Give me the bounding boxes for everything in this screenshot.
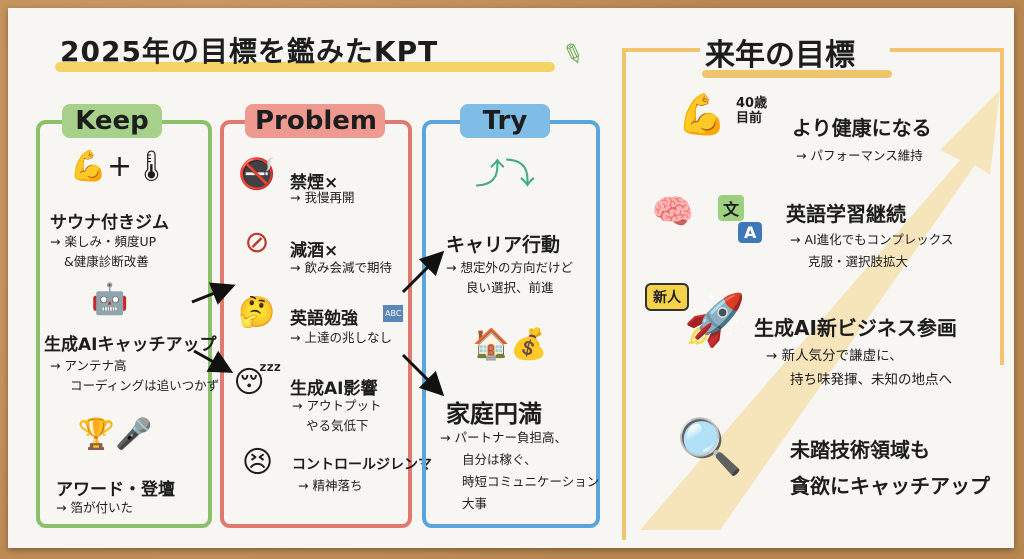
abc-book-icon: ABC	[383, 305, 404, 322]
problem-item-sub: → 精神落ち	[298, 478, 363, 493]
keep-item-title: サウナ付きジム	[46, 208, 173, 235]
arrow-problem-to-try	[401, 250, 445, 294]
try-item-sub: → パートナー負担高、	[440, 430, 567, 445]
try-item-sub: 良い選択、前進	[466, 280, 554, 295]
problem-item-title: コントロールジレンマ	[288, 454, 436, 476]
keep-item-sub: → 箔が付いた	[56, 500, 133, 515]
rookie-badge: 新人	[645, 283, 689, 311]
translate-icon: A	[738, 222, 763, 243]
age-note: 40歳目前	[736, 96, 768, 126]
no-smoking-icon: 🚭	[238, 157, 276, 192]
try-item-title: 家庭円満	[442, 394, 546, 431]
problem-item-title: 英語勉強	[286, 304, 362, 331]
rocket-icon: 🚀	[683, 291, 747, 349]
problem-item-title: 禁煙×	[285, 168, 343, 195]
keep-item-sub: コーディングは追いつかず	[70, 378, 220, 393]
goal-title: 貪欲にキャッチアップ	[786, 470, 994, 501]
goal-title: 未踏技術領域も	[786, 434, 934, 465]
goal-sub: → AI進化でもコンプレックス	[790, 232, 954, 247]
keep-item-title: アワード・登壇	[52, 475, 179, 502]
try-label: Try	[460, 104, 550, 138]
try-item-title: キャリア行動	[441, 230, 565, 259]
goal-sub: → パフォーマンス維持	[796, 148, 923, 163]
robot-icon: 🤖	[91, 282, 129, 317]
problem-item-title: 減酒×	[285, 236, 343, 263]
try-item-sub: 時短コミュニケーション	[462, 474, 600, 489]
thinking-face-icon: 🤔	[238, 295, 276, 330]
keep-item-sub: → 楽しみ・頻度UP	[50, 234, 157, 249]
arrow-problem-to-try	[401, 353, 445, 397]
goal-title: より健康になる	[788, 112, 936, 143]
trophy-microphone-icon: 🏆🎤	[77, 417, 153, 452]
translate-icon: 文	[718, 195, 745, 221]
stressed-person-icon: 😣	[241, 445, 274, 480]
try-item-sub: 大事	[462, 496, 488, 511]
problem-label: Problem	[245, 104, 385, 138]
title-highlight	[55, 62, 555, 72]
page-title: 2025年の目標を鑑みたKPT	[60, 35, 439, 68]
muscle-sauna-icon: 💪+🌡	[69, 149, 171, 184]
arrow-keep-to-problem	[193, 349, 234, 373]
arrow-keep-to-problem	[191, 282, 236, 305]
goal-title: 英語学習継続	[782, 198, 910, 229]
keep-label: Keep	[62, 104, 162, 138]
goal-sub: 克服・選択肢拡大	[808, 254, 909, 269]
strong-person-icon: 💪	[677, 92, 727, 138]
growth-arrow	[640, 90, 1000, 530]
next-title-highlight	[702, 70, 892, 78]
problem-item-sub: やる気低下	[306, 418, 369, 433]
branching-arrows-icon: ⤴⤵	[475, 157, 535, 192]
paper-sheet	[8, 8, 1014, 548]
keep-item-sub: → アンテナ高	[50, 358, 127, 373]
try-item-sub: 自分は稼ぐ、	[462, 452, 537, 467]
goal-title: 生成AI新ビジネス参画	[750, 312, 961, 343]
problem-item-title: 生成AI影響	[285, 374, 382, 401]
next-year-title: 来年の目標	[705, 38, 855, 73]
problem-item-sub: → アウトプット	[292, 398, 382, 413]
next-year-frame	[622, 48, 1004, 540]
goal-sub: → 新人気分で謙虚に、	[766, 348, 903, 364]
goal-sub: 持ち味発揮、未知の地点へ	[790, 372, 952, 388]
tired-desk-icon: 😴	[233, 365, 282, 400]
problem-item-sub: → 上達の兆しなし	[290, 330, 392, 345]
no-beer-icon: ⊘	[244, 225, 270, 260]
try-item-sub: → 想定外の方向だけど	[446, 260, 573, 275]
problem-item-sub: → 飲み会減で期待	[290, 260, 392, 275]
brain-icon: 🧠	[651, 192, 695, 232]
house-money-icon: 🏠💰	[472, 327, 548, 362]
magnifier-tech-icon: 🔍	[676, 415, 744, 478]
keep-item-title: 生成AIキャッチアップ	[39, 330, 221, 357]
keep-item-sub: &健康診断改善	[64, 254, 149, 269]
problem-item-sub: → 我慢再開	[290, 190, 355, 205]
